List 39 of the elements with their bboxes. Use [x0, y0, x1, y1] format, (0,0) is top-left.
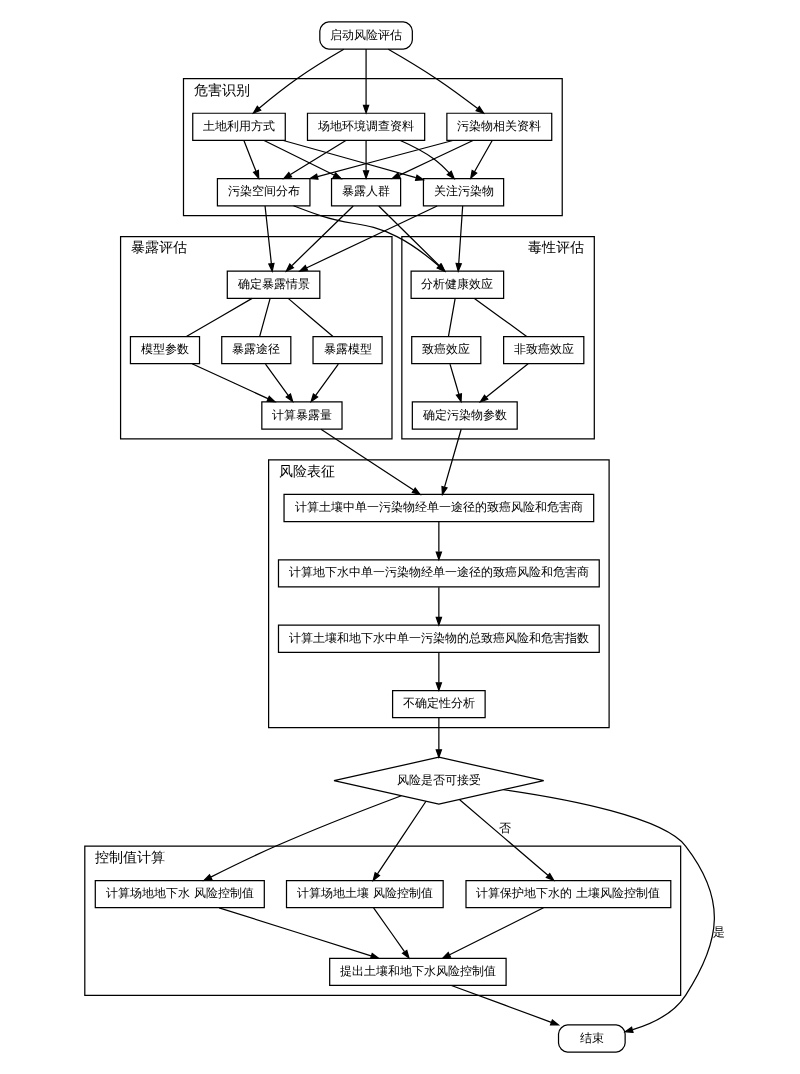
arrow [469, 140, 493, 180]
arrow [362, 48, 370, 115]
arrow [387, 48, 486, 115]
arrow [450, 984, 561, 1026]
connector [473, 297, 528, 338]
arrow [449, 363, 463, 404]
arrow [441, 907, 545, 959]
arrow [264, 205, 275, 273]
arrow [251, 48, 345, 115]
arrow [263, 139, 343, 180]
arrow [243, 140, 260, 180]
arrow [478, 363, 529, 403]
arrow [455, 205, 464, 273]
arrow [310, 363, 339, 404]
arrow [284, 205, 354, 273]
connector [185, 297, 253, 338]
arrow [435, 652, 443, 693]
arrow [372, 800, 427, 882]
arrow [282, 139, 426, 181]
arrow [435, 586, 443, 627]
arrow [390, 139, 474, 180]
connector [259, 298, 271, 337]
arrow [435, 717, 443, 760]
connector [447, 298, 456, 337]
arrow [502, 789, 715, 1033]
arrow [320, 428, 422, 496]
connector [287, 297, 334, 338]
arrow [191, 363, 277, 403]
arrow [264, 363, 294, 404]
arrow [202, 795, 402, 882]
arrow [399, 139, 456, 180]
arrow [282, 139, 347, 180]
arrow [435, 521, 443, 562]
arrow [218, 907, 381, 960]
arrow [373, 907, 410, 960]
arrow [308, 139, 454, 180]
arrow [362, 140, 370, 181]
arrow [459, 799, 556, 882]
arrow [441, 428, 462, 497]
